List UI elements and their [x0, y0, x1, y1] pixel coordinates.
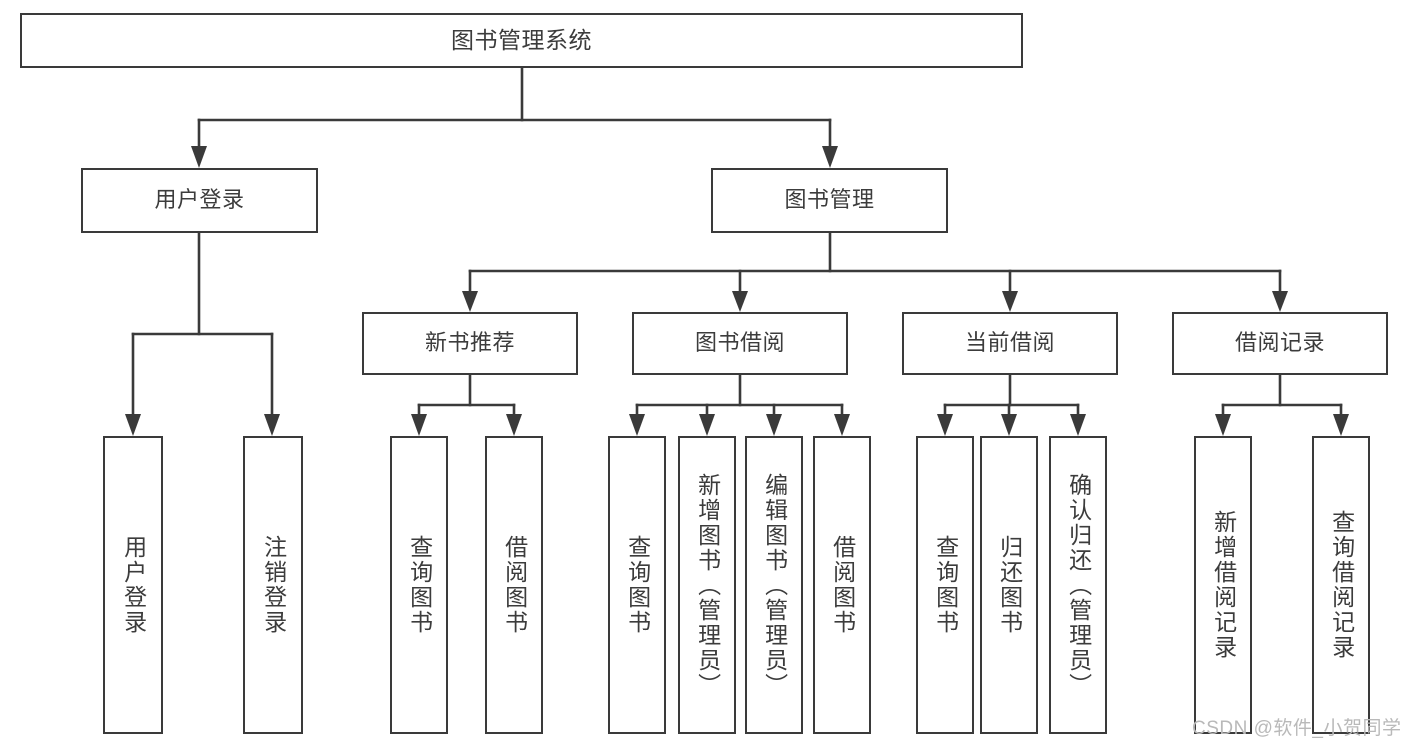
arrowhead-to-leaf-user-login — [125, 414, 141, 436]
node-root-label: 图书管理系统 — [451, 26, 592, 53]
arrowhead-to-leaf-return-book — [1001, 414, 1017, 436]
node-leaf-query-record-label: 查询借阅记录 — [1328, 510, 1355, 660]
node-leaf-query-book-1[interactable]: 查询图书 — [390, 436, 448, 734]
node-current-borrow[interactable]: 当前借阅 — [902, 312, 1118, 375]
node-leaf-borrow-book-2[interactable]: 借阅图书 — [813, 436, 871, 734]
arrowhead-to-new-book-rec — [462, 291, 478, 312]
node-leaf-query-book-2[interactable]: 查询图书 — [608, 436, 666, 734]
arrowhead-to-current-borrow — [1002, 291, 1018, 312]
csdn-watermark: CSDN @软件_小贺同学 — [1192, 718, 1402, 739]
node-leaf-user-logout-label: 注销登录 — [260, 535, 287, 635]
arrowhead-to-leaf-query-book-1 — [411, 414, 427, 436]
node-book-borrow[interactable]: 图书借阅 — [632, 312, 848, 375]
node-leaf-add-book-label: 新增图书（管理员） — [694, 472, 721, 698]
node-leaf-query-book-3[interactable]: 查询图书 — [916, 436, 974, 734]
node-leaf-edit-book[interactable]: 编辑图书（管理员） — [745, 436, 803, 734]
node-leaf-add-record-label: 新增借阅记录 — [1210, 510, 1237, 660]
node-book-manage[interactable]: 图书管理 — [711, 168, 948, 233]
arrowhead-to-leaf-user-logout — [264, 414, 280, 436]
node-book-manage-label: 图书管理 — [784, 187, 875, 213]
arrowhead-to-leaf-query-record — [1333, 414, 1349, 436]
node-leaf-borrow-book-1-label: 借阅图书 — [501, 535, 528, 635]
node-leaf-user-login[interactable]: 用户登录 — [103, 436, 163, 734]
node-leaf-edit-book-label: 编辑图书（管理员） — [761, 472, 788, 698]
arrowhead-to-leaf-query-book-2 — [629, 414, 645, 436]
node-new-book-rec-label: 新书推荐 — [424, 330, 515, 356]
arrowhead-to-borrow-record — [1272, 291, 1288, 312]
arrowhead-to-leaf-add-record — [1215, 414, 1231, 436]
arrowhead-to-leaf-confirm-return — [1070, 414, 1086, 436]
node-leaf-query-book-2-label: 查询图书 — [624, 535, 651, 635]
node-book-borrow-label: 图书借阅 — [694, 330, 785, 356]
arrowhead-to-leaf-borrow-book-2 — [834, 414, 850, 436]
node-leaf-user-logout[interactable]: 注销登录 — [243, 436, 303, 734]
arrowhead-to-leaf-query-book-3 — [937, 414, 953, 436]
node-root[interactable]: 图书管理系统 — [20, 13, 1023, 68]
node-user-login-label: 用户登录 — [154, 187, 245, 213]
arrowhead-to-leaf-add-book — [699, 414, 715, 436]
arrowhead-to-book-borrow — [732, 291, 748, 312]
node-leaf-query-record[interactable]: 查询借阅记录 — [1312, 436, 1370, 734]
node-leaf-query-book-1-label: 查询图书 — [406, 535, 433, 635]
node-user-login[interactable]: 用户登录 — [81, 168, 318, 233]
node-leaf-return-book[interactable]: 归还图书 — [980, 436, 1038, 734]
node-leaf-borrow-book-2-label: 借阅图书 — [829, 535, 856, 635]
node-leaf-return-book-label: 归还图书 — [996, 535, 1023, 635]
node-leaf-confirm-return-label: 确认归还（管理员） — [1065, 472, 1092, 698]
node-leaf-borrow-book-1[interactable]: 借阅图书 — [485, 436, 543, 734]
node-borrow-record[interactable]: 借阅记录 — [1172, 312, 1388, 375]
node-leaf-add-book[interactable]: 新增图书（管理员） — [678, 436, 736, 734]
arrowhead-to-book-manage — [822, 146, 838, 168]
arrowhead-to-leaf-borrow-book-1 — [506, 414, 522, 436]
node-leaf-add-record[interactable]: 新增借阅记录 — [1194, 436, 1252, 734]
node-current-borrow-label: 当前借阅 — [964, 330, 1055, 356]
node-leaf-user-login-label: 用户登录 — [120, 535, 147, 635]
arrowhead-to-leaf-edit-book — [766, 414, 782, 436]
node-leaf-query-book-3-label: 查询图书 — [932, 535, 959, 635]
arrowhead-to-user-login — [191, 146, 207, 168]
node-borrow-record-label: 借阅记录 — [1234, 330, 1325, 356]
node-leaf-confirm-return[interactable]: 确认归还（管理员） — [1049, 436, 1107, 734]
node-new-book-rec[interactable]: 新书推荐 — [362, 312, 578, 375]
